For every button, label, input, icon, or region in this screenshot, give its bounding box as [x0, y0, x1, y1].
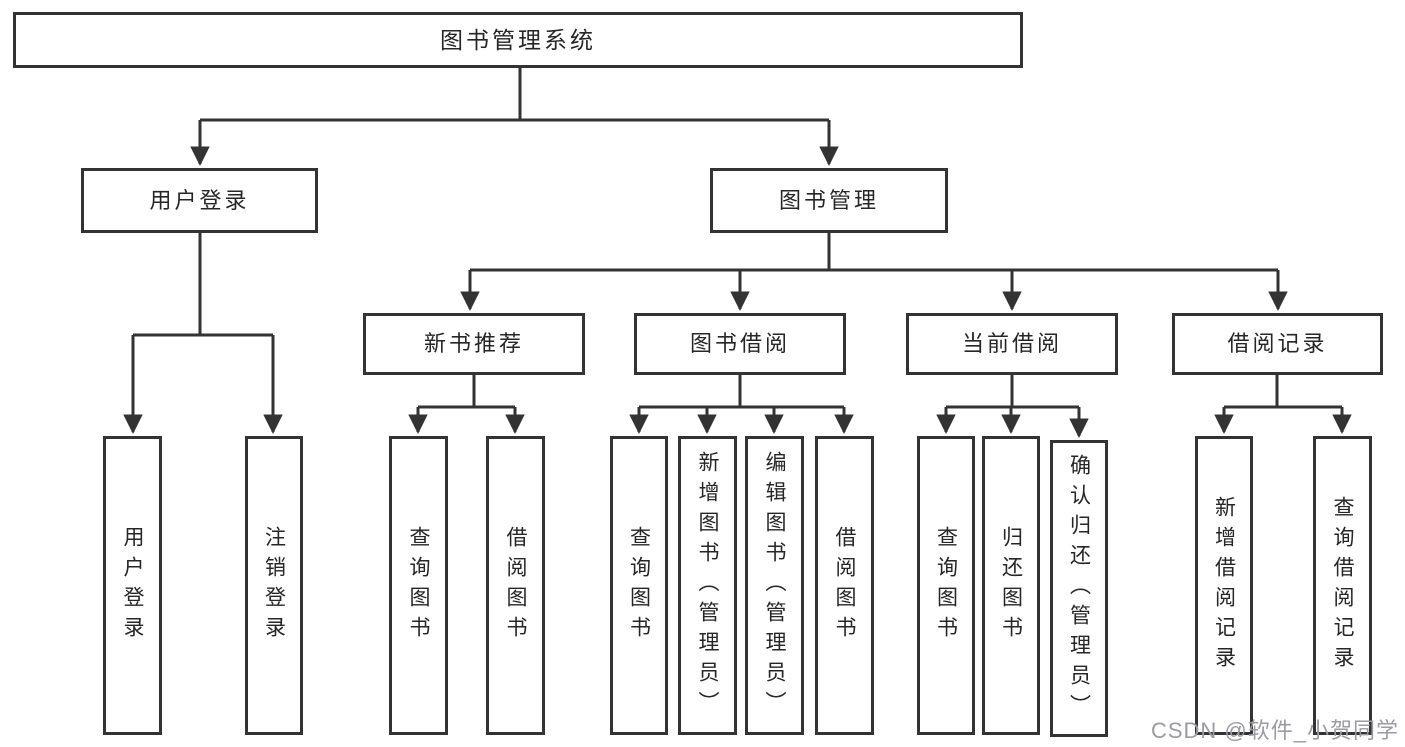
node-book-borrow: 图书借阅: [634, 313, 846, 375]
node-label: 借阅记录: [1227, 331, 1328, 356]
branch-book-borrow: [629, 375, 854, 434]
node-current-borrow: 当前借阅: [906, 313, 1118, 375]
leaf-records-query-record: 查询借阅记录: [1313, 436, 1372, 735]
node-user-login: 用户登录: [81, 168, 318, 233]
branch-book-management: [460, 233, 1288, 311]
leaf-newbooks-query-books: 查询图书: [389, 436, 448, 735]
branch-root: [190, 68, 839, 166]
leaf-newbooks-borrow-books: 借阅图书: [486, 436, 545, 735]
leaf-current-return-books: 归还图书: [982, 436, 1040, 735]
node-label: 用户登录: [149, 187, 250, 213]
leaf-borrow-edit-books-admin: 编辑图书（管理员）: [745, 436, 804, 735]
node-label: 图书借阅: [689, 331, 790, 356]
leaf-current-confirm-return-admin: 确认归还（管理员）: [1050, 440, 1108, 737]
node-label: 图书管理系统: [440, 26, 596, 53]
branch-new-books: [408, 375, 525, 434]
node-label: 新书推荐: [423, 331, 524, 356]
leaf-borrow-query-books: 查询图书: [610, 436, 668, 735]
leaf-borrow-add-books-admin: 新增图书（管理员）: [678, 436, 737, 735]
leaf-user-login: 用户登录: [103, 436, 162, 735]
node-book-management: 图书管理: [710, 168, 948, 233]
branch-user-login: [123, 233, 283, 434]
node-new-books: 新书推荐: [363, 313, 585, 375]
node-label: 当前借阅: [961, 331, 1062, 356]
branch-current-borrow: [936, 375, 1089, 438]
node-borrow-records: 借阅记录: [1172, 313, 1383, 375]
leaf-borrow-borrow-books: 借阅图书: [815, 436, 874, 735]
leaf-logout: 注销登录: [245, 436, 303, 735]
node-root-library-system: 图书管理系统: [13, 12, 1023, 68]
leaf-current-query-books: 查询图书: [917, 436, 975, 735]
node-label: 图书管理: [778, 187, 879, 213]
leaf-records-add-record: 新增借阅记录: [1195, 436, 1253, 735]
branch-borrow-records: [1214, 375, 1352, 434]
csdn-watermark: CSDN @软件_小贺同学: [1150, 718, 1399, 743]
